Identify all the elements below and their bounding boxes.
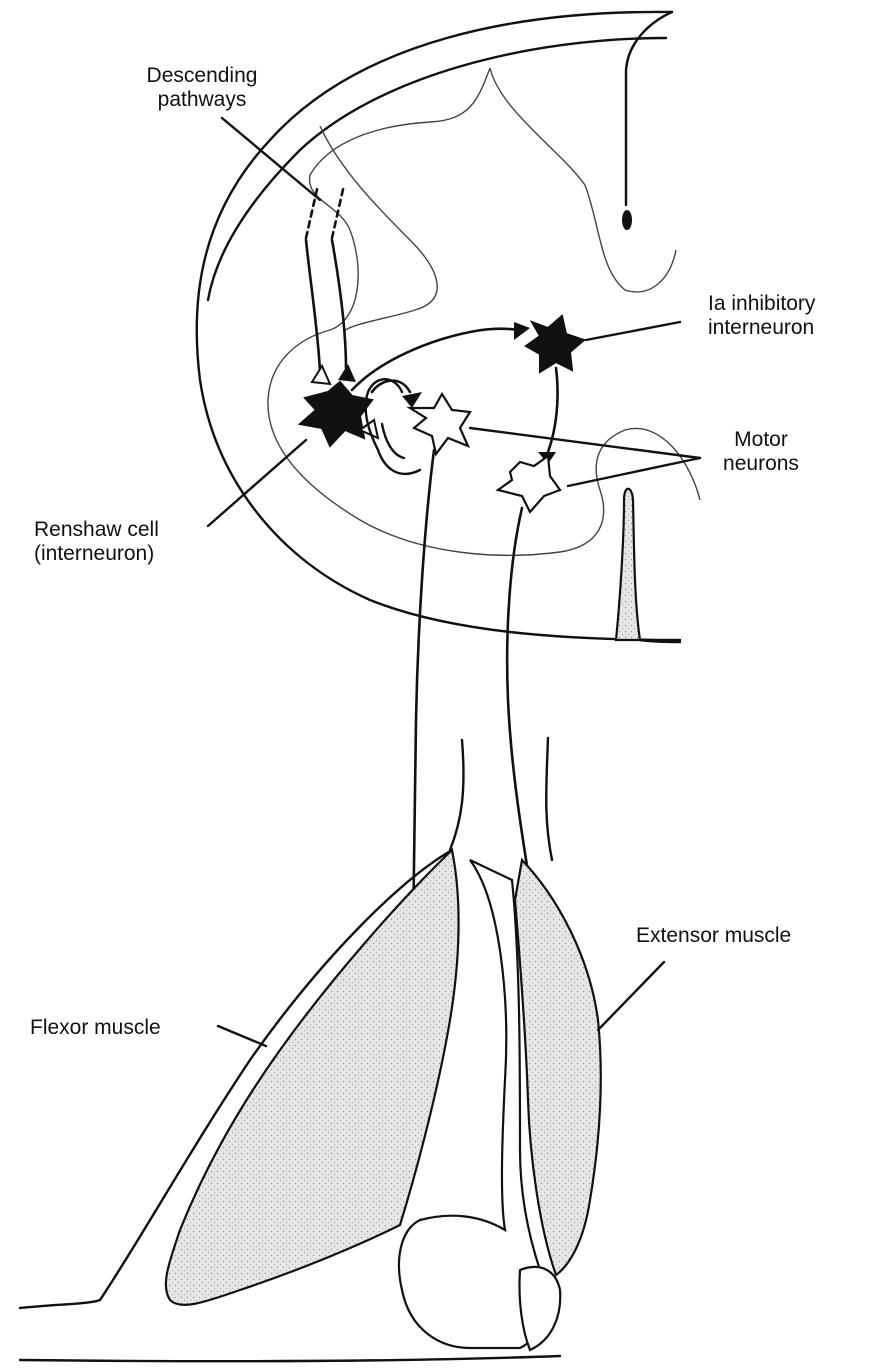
gray-matter-outline xyxy=(268,68,700,555)
label-motor-line1: Motor xyxy=(700,428,822,452)
label-motor-neurons: Motor neurons xyxy=(700,428,822,476)
excitatory-terminal-open xyxy=(312,366,330,384)
extensor-muscle xyxy=(515,860,601,1275)
olecranon xyxy=(519,1267,560,1350)
renshaw-ia-terminal xyxy=(514,322,530,340)
nerve-right-edge xyxy=(546,738,552,860)
label-flexor-muscle: Flexor muscle xyxy=(30,1016,161,1040)
leader-descending xyxy=(222,118,320,200)
label-descending-line1: Descending xyxy=(112,64,292,88)
central-canal-marker xyxy=(622,210,632,230)
dorsal-median-septum xyxy=(626,12,672,205)
label-motor-line2: neurons xyxy=(700,452,822,476)
extensor-motor-neuron xyxy=(498,456,560,512)
label-renshaw-line2: (interneuron) xyxy=(34,542,159,566)
motor-axon-collateral-inner xyxy=(382,424,404,458)
leader-extensor xyxy=(598,962,664,1030)
descending-axon-1 xyxy=(306,240,320,372)
leader-motor-flexor xyxy=(470,428,700,458)
flexor-motor-neuron xyxy=(410,394,470,454)
forearm-lower-outline xyxy=(20,1356,560,1361)
label-renshaw-line1: Renshaw cell xyxy=(34,518,159,542)
label-ia-inhibitory-interneuron: Ia inhibitory interneuron xyxy=(708,292,815,340)
descending-axon-2 xyxy=(332,240,346,368)
leader-motor-extensor xyxy=(568,458,700,486)
leader-flexor xyxy=(218,1026,266,1046)
label-renshaw-cell: Renshaw cell (interneuron) xyxy=(34,518,159,566)
leader-ia xyxy=(586,322,680,340)
descending-pathways xyxy=(306,185,356,384)
label-descending-pathways: Descending pathways xyxy=(112,64,292,112)
label-ia-line2: interneuron xyxy=(708,316,815,340)
ia-interneuron-body xyxy=(526,316,584,372)
peripheral-nerve xyxy=(450,738,552,860)
gray-matter-dorsal-horn xyxy=(490,68,676,292)
renshaw-cell-body xyxy=(300,382,372,446)
nerve-left-edge xyxy=(450,740,464,850)
renshaw-motor-terminal xyxy=(402,392,422,408)
gray-matter-dorsal-left xyxy=(320,126,437,330)
label-ia-line1: Ia inhibitory xyxy=(708,292,815,316)
ventral-fissure xyxy=(616,489,640,640)
label-descending-line2: pathways xyxy=(112,88,292,112)
label-extensor-muscle: Extensor muscle xyxy=(636,924,791,948)
renshaw-to-motor-loop xyxy=(372,381,410,392)
inhibitory-terminal-filled xyxy=(338,364,356,382)
